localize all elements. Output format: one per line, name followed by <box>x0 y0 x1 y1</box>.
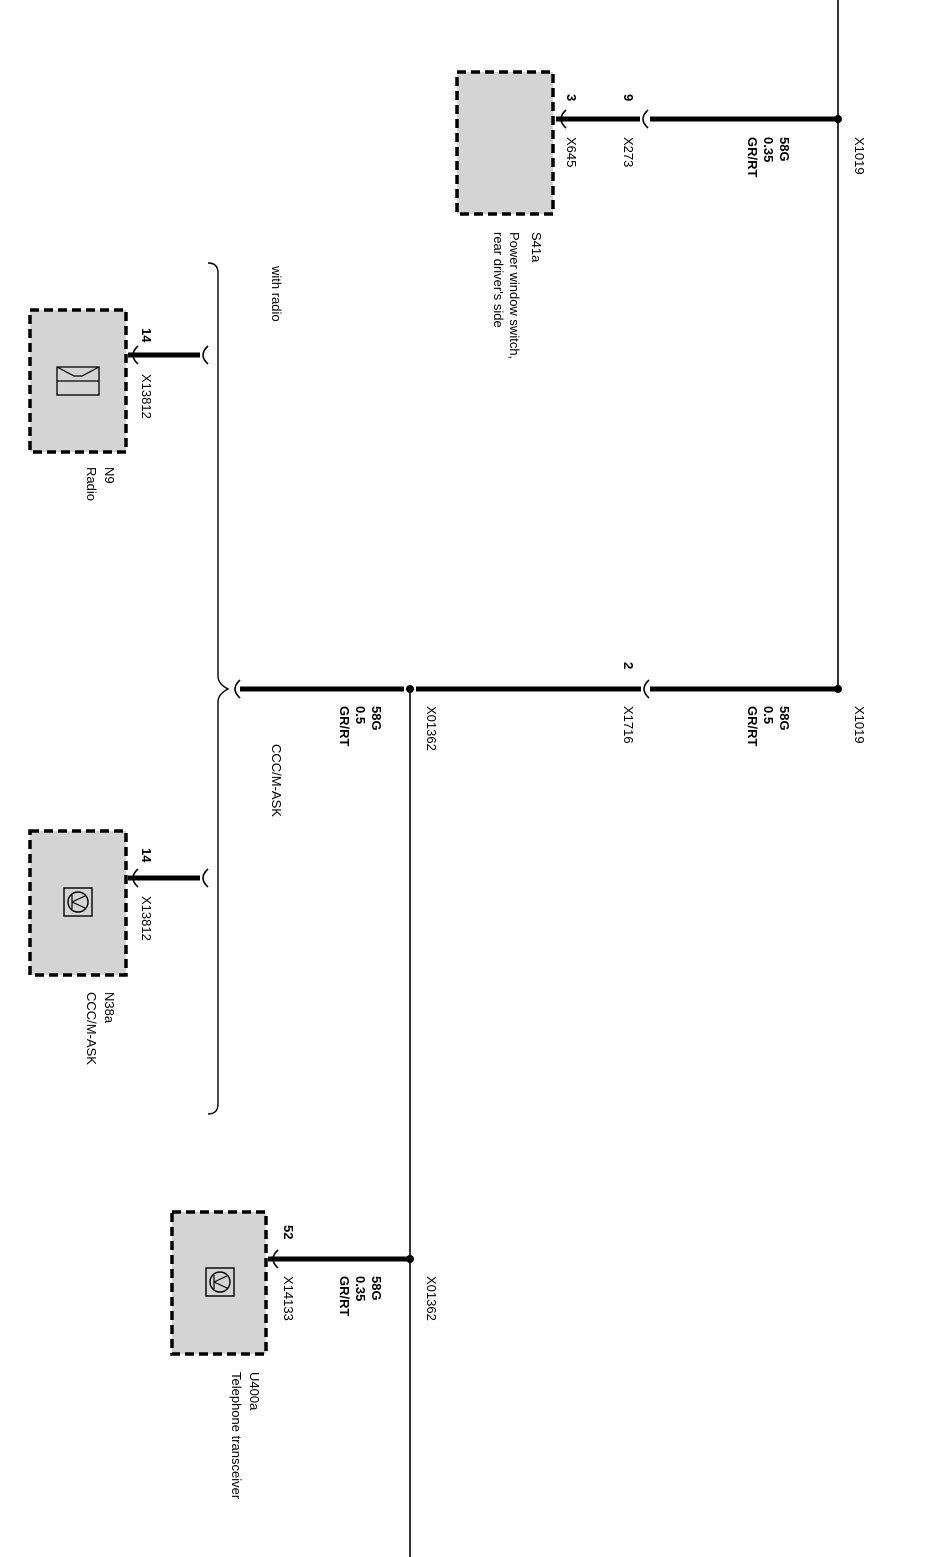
component-u400a-box <box>170 1210 268 1356</box>
wire-code: 58G <box>777 706 792 731</box>
option-brace <box>207 262 230 1115</box>
plug-label: X273 <box>621 137 636 167</box>
wire-n9-group <box>128 345 209 365</box>
component-name-s41a-line2: rear driver's side <box>491 232 506 328</box>
radio-speaker-icon <box>56 366 100 396</box>
pin-label-n38a: 14 <box>139 848 154 863</box>
pin-label-s41a: 3 <box>564 94 579 101</box>
wire-code: 58G <box>369 1276 384 1301</box>
wire-color: GR/RT <box>745 706 760 747</box>
splice-dot-x01362-main <box>406 685 414 693</box>
component-s41a-box <box>455 70 555 216</box>
wire-gauge: 0.35 <box>353 1276 368 1301</box>
connector-label-n9: X13812 <box>139 374 154 419</box>
wire-gauge: 0.35 <box>761 137 776 162</box>
telephone-icon <box>63 887 93 917</box>
component-id-n38a: N38a <box>102 992 117 1024</box>
plug-label: X1716 <box>621 706 636 744</box>
pin-label-n9: 14 <box>139 328 154 343</box>
wire-main-group <box>234 679 842 699</box>
component-name-n9: Radio <box>84 467 99 501</box>
component-id-s41a: S41a <box>529 232 544 263</box>
wire-s41a-group <box>556 109 842 129</box>
telephone-icon <box>205 1267 235 1297</box>
wire-n38a-group <box>128 868 209 888</box>
wire-color: GR/RT <box>337 706 352 747</box>
connector-label-s41a: X645 <box>564 137 579 167</box>
splice-label-x1019-main: X1019 <box>852 706 867 744</box>
splice-label-x01362-main: X01362 <box>424 706 439 751</box>
wire-gauge: 0.5 <box>353 706 368 724</box>
component-n38a-box <box>28 829 128 977</box>
component-name-u400a: Telephone transceiver <box>229 1372 244 1500</box>
splice-label-x1019-top: X1019 <box>852 137 867 175</box>
component-name-s41a-line1: Power window switch, <box>507 232 522 359</box>
splice-label-x01362-lower: X01362 <box>424 1276 439 1321</box>
wire-code: 58G <box>777 137 792 162</box>
connector-label-u400a: X14133 <box>281 1276 296 1321</box>
splice-dot-x1019-main <box>834 685 842 693</box>
plug-pin-label: 2 <box>621 662 636 669</box>
component-id-n9: N9 <box>102 467 117 484</box>
wire-u400a-group <box>268 1249 414 1269</box>
wire-code: 58G <box>369 706 384 731</box>
wire-gauge: 0.5 <box>761 706 776 724</box>
wire-color: GR/RT <box>745 137 760 178</box>
component-name-n38a: CCC/M-ASK <box>84 992 99 1065</box>
connector-label-n38a: X13812 <box>139 896 154 941</box>
splice-dot-x01362-lower <box>406 1255 414 1263</box>
component-id-u400a: U400a <box>247 1372 262 1411</box>
pin-label-u400a: 52 <box>281 1225 296 1239</box>
option-label-ccc: CCC/M-ASK <box>269 744 284 817</box>
wire-color: GR/RT <box>337 1276 352 1317</box>
splice-dot-x1019-top <box>834 115 842 123</box>
plug-pin-label: 9 <box>621 94 636 101</box>
option-label-with-radio: with radio <box>269 265 284 322</box>
